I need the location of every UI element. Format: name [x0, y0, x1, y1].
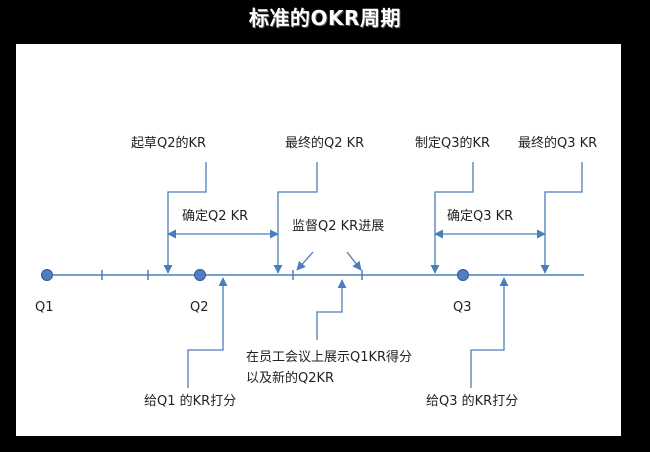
meeting-connector: [316, 279, 347, 340]
final-q3-label: 最终的Q3 KR: [518, 135, 597, 151]
draft-q2-label: 起草Q2的KR: [131, 135, 206, 151]
set-q3-label: 制定Q3的KR: [415, 135, 490, 151]
monitor-arrow-right: [346, 251, 362, 271]
final-q2-connector: [273, 162, 318, 274]
final-q2-label: 最终的Q2 KR: [285, 135, 364, 151]
final-q3-connector: [540, 162, 583, 274]
monitor-arrow-left: [296, 251, 314, 271]
q1-label: Q1: [35, 300, 54, 315]
score-q1-label: 给Q1 的KR打分: [144, 393, 236, 409]
score-q1-connector: [187, 277, 228, 388]
confirm-q2-label: 确定Q2 KR: [182, 209, 248, 224]
q3-dot: [457, 269, 469, 281]
timeline-ticks: [101, 270, 363, 280]
confirm-q3-label: 确定Q3 KR: [447, 209, 513, 224]
meeting-label-line2: 以及新的Q2KR: [246, 370, 334, 386]
monitor-q2-label: 监督Q2 KR进展: [292, 219, 384, 234]
q2-dot: [194, 269, 206, 281]
q1-dot: [41, 269, 53, 281]
score-q3-label: 给Q3 的KR打分: [426, 393, 518, 409]
okr-cycle-diagram: Q1 Q2 Q3 起草Q2的KR 最终的Q2 KR 制定Q3的KR 最终的Q3 …: [35, 135, 597, 409]
q3-label: Q3: [453, 300, 472, 315]
slide-title: 标准的OKR周期: [249, 6, 401, 30]
meeting-label-line1: 在员工会议上展示Q1KR得分: [246, 349, 412, 365]
q2-label: Q2: [190, 300, 209, 315]
diagram-panel: Q1 Q2 Q3 起草Q2的KR 最终的Q2 KR 制定Q3的KR 最终的Q3 …: [16, 44, 621, 436]
score-q3-connector: [470, 277, 509, 388]
